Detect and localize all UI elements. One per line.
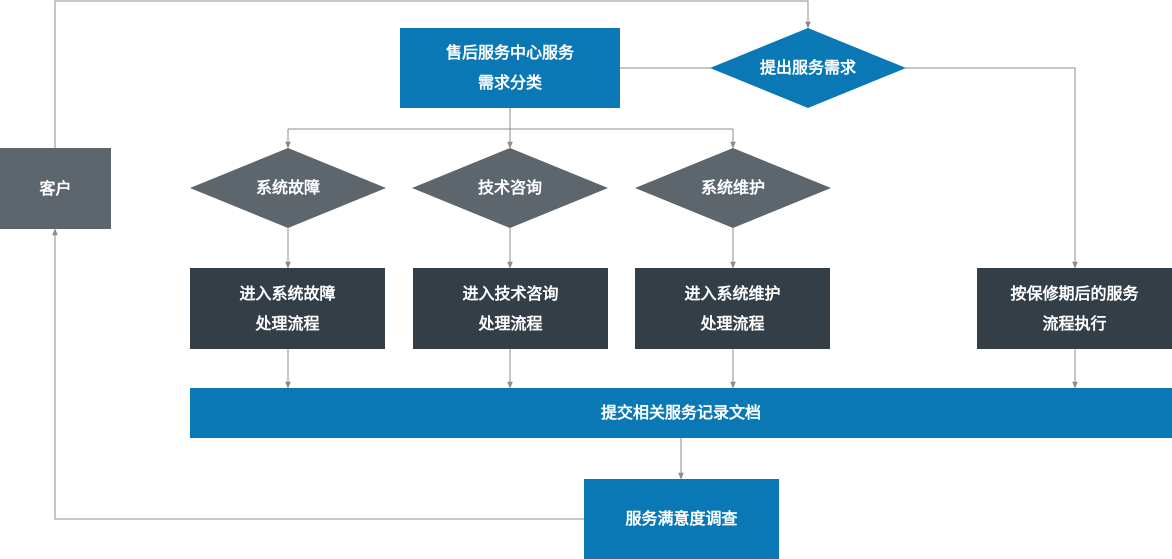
- process-maintain-label: 进入系统维护 处理流程: [684, 283, 781, 333]
- connector-request-to-warranty: [905, 67, 1078, 269]
- warranty-process-label: 按保修期后的服务 流程执行: [1010, 283, 1139, 333]
- service-center-node: 售后服务中心服务 需求分类: [400, 28, 620, 108]
- customer-label: 客户: [39, 178, 72, 198]
- satisfaction-survey-label: 服务满意度调查: [625, 509, 738, 528]
- submit-records-node: 提交相关服务记录文档: [190, 388, 1172, 438]
- warranty-process-node: 按保修期后的服务 流程执行: [977, 268, 1172, 349]
- service-center-label: 售后服务中心服务 需求分类: [445, 43, 574, 92]
- process-consult-node: 进入技术咨询 处理流程: [413, 268, 608, 349]
- process-maintain-node: 进入系统维护 处理流程: [635, 268, 830, 349]
- decision-maintain-label: 系统维护: [700, 178, 765, 197]
- decision-maintain-shape: [635, 148, 831, 228]
- connector-customer-to-request: [54, 0, 811, 148]
- submit-records-label: 提交相关服务记录文档: [600, 403, 761, 422]
- decision-fault-shape: [190, 148, 386, 228]
- customer-node: 客户: [0, 148, 111, 229]
- decision-fault-label: 系统故障: [255, 178, 320, 197]
- connector-survey-to-customer: [52, 228, 584, 520]
- request-label: 提出服务需求: [759, 58, 856, 77]
- process-fault-label: 进入系统故障 处理流程: [239, 283, 336, 333]
- decision-consult-shape: [412, 148, 608, 228]
- decision-request-shape: [710, 28, 906, 108]
- satisfaction-survey-node: 服务满意度调查: [584, 479, 779, 559]
- process-fault-node: 进入系统故障 处理流程: [190, 268, 385, 349]
- process-consult-label: 进入技术咨询 处理流程: [462, 283, 559, 333]
- decision-consult-label: 技术咨询: [477, 178, 542, 197]
